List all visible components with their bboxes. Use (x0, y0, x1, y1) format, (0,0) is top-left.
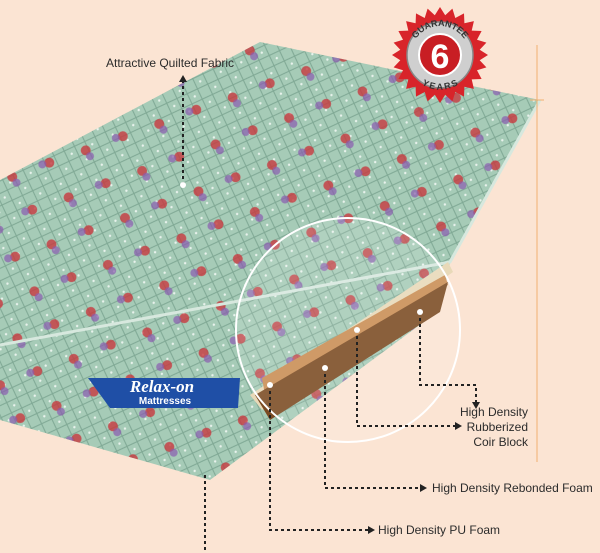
guarantee-badge (392, 7, 488, 103)
callout-coir: High Density Rubberized Coir Block (455, 405, 528, 450)
layer-coir (255, 282, 448, 420)
badge-number: 6 (431, 38, 450, 76)
callout-pu: High Density PU Foam (378, 523, 501, 537)
callout-coir-line2: Rubberized (466, 420, 528, 434)
brand-sub: Mattresses (139, 396, 192, 407)
callout-fabric: Attractive Quilted Fabric (106, 56, 235, 70)
leader-lines (182, 80, 477, 553)
callout-coir-line3: Coir Block (473, 435, 528, 449)
brand-label (88, 378, 240, 408)
callout-coir-line1: High Density (459, 405, 528, 419)
callout-rebonded: High Density Rebonded Foam (432, 481, 593, 495)
magnifier-circle (235, 217, 461, 443)
brand-name: Relax-on (129, 377, 194, 396)
